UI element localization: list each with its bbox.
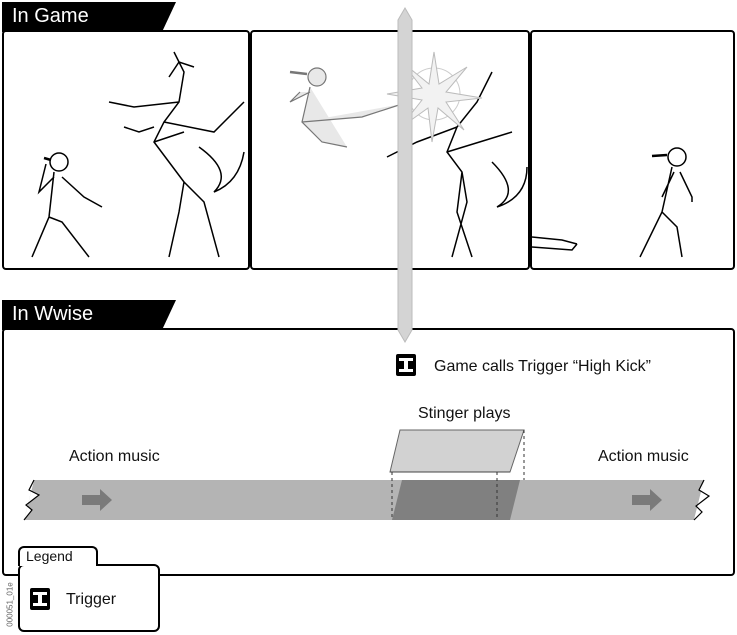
stinger-label: Stinger plays bbox=[418, 405, 511, 422]
impact-burst-icon bbox=[386, 51, 483, 143]
play-arrow-right-icon bbox=[632, 489, 662, 511]
music-track bbox=[24, 480, 704, 520]
in-game-tab-label: In Game bbox=[12, 5, 89, 27]
action-music-right-label: Action music bbox=[598, 448, 689, 465]
kicking-fighter-figure bbox=[289, 67, 403, 148]
action-music-left-label: Action music bbox=[69, 448, 160, 465]
figure-code: 000051_01e bbox=[5, 582, 15, 627]
legend-box: Legend Trigger bbox=[18, 546, 160, 632]
in-wwise-tab: In Wwise bbox=[2, 300, 176, 330]
fighter-vs-creature-illustration bbox=[31, 51, 245, 258]
in-game-tab: In Game bbox=[2, 2, 176, 32]
legend-tab: Legend bbox=[18, 546, 98, 566]
hit-creature-figure bbox=[386, 71, 528, 258]
trigger-call-label: Game calls Trigger “High Kick” bbox=[434, 358, 651, 375]
legend-trigger-label: Trigger bbox=[66, 591, 117, 608]
game-frame-1 bbox=[2, 30, 250, 270]
fallen-creature-figure bbox=[532, 236, 578, 251]
music-timeline-illustration bbox=[23, 429, 711, 521]
fighter-figure bbox=[31, 152, 103, 258]
high-kick-illustration bbox=[289, 51, 528, 258]
stinger-overlap bbox=[392, 480, 520, 520]
in-wwise-tab-label: In Wwise bbox=[12, 303, 94, 325]
creature-figure bbox=[108, 51, 245, 258]
play-arrow-left-icon bbox=[82, 489, 112, 511]
track-break-left bbox=[23, 479, 41, 521]
wwise-panel: Game calls Trigger “High Kick” Stinger p… bbox=[2, 328, 735, 576]
legend-trigger-icon bbox=[30, 588, 50, 610]
trigger-call-icon bbox=[396, 354, 416, 376]
stinger-block bbox=[389, 429, 525, 473]
track-break-right bbox=[693, 479, 711, 521]
game-frame-3 bbox=[530, 30, 735, 270]
walking-fighter-figure bbox=[639, 147, 693, 258]
game-frame-2 bbox=[250, 30, 530, 270]
legend-title: Legend bbox=[26, 548, 73, 564]
fighter-walks-away-illustration bbox=[532, 147, 693, 258]
